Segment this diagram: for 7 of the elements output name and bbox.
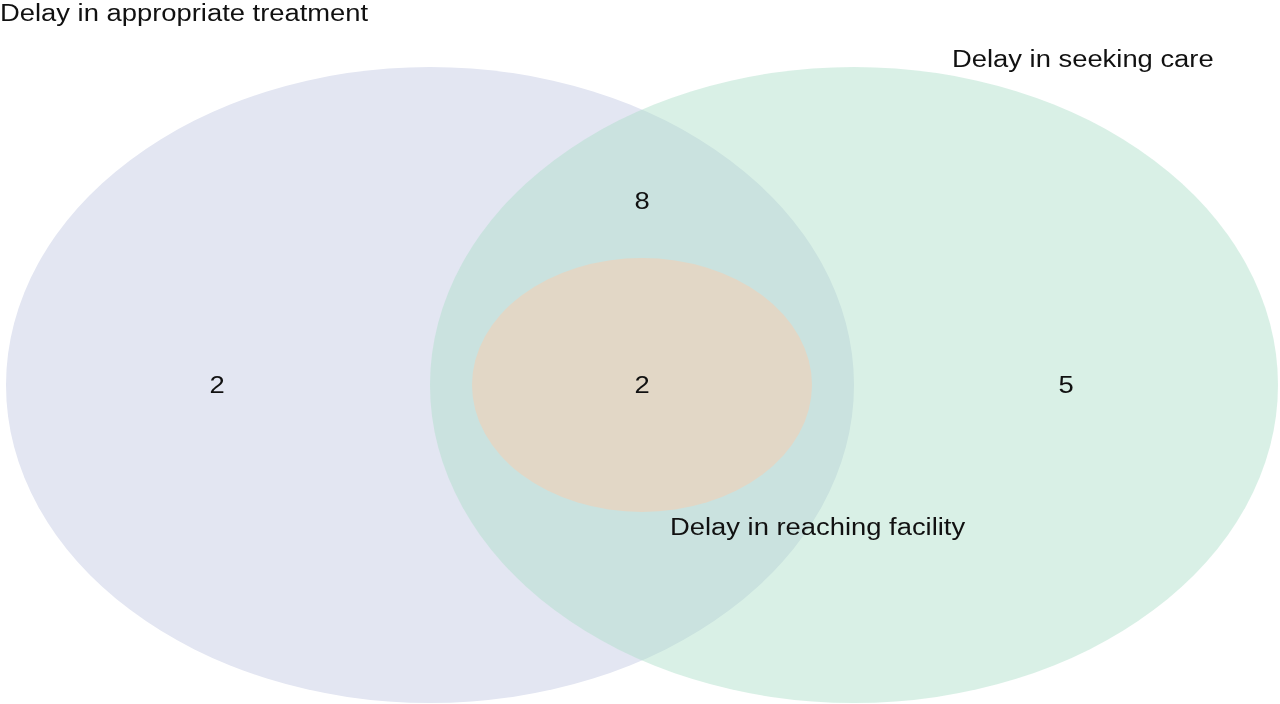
count-label: 2 [634, 373, 650, 397]
count-label: 8 [634, 189, 650, 213]
count-label: 5 [1058, 373, 1074, 397]
set-label: Delay in seeking care [952, 47, 1214, 71]
set-label: Delay in reaching facility [670, 515, 966, 539]
set-label: Delay in appropriate treatment [0, 1, 369, 25]
count-label: 2 [209, 373, 225, 397]
